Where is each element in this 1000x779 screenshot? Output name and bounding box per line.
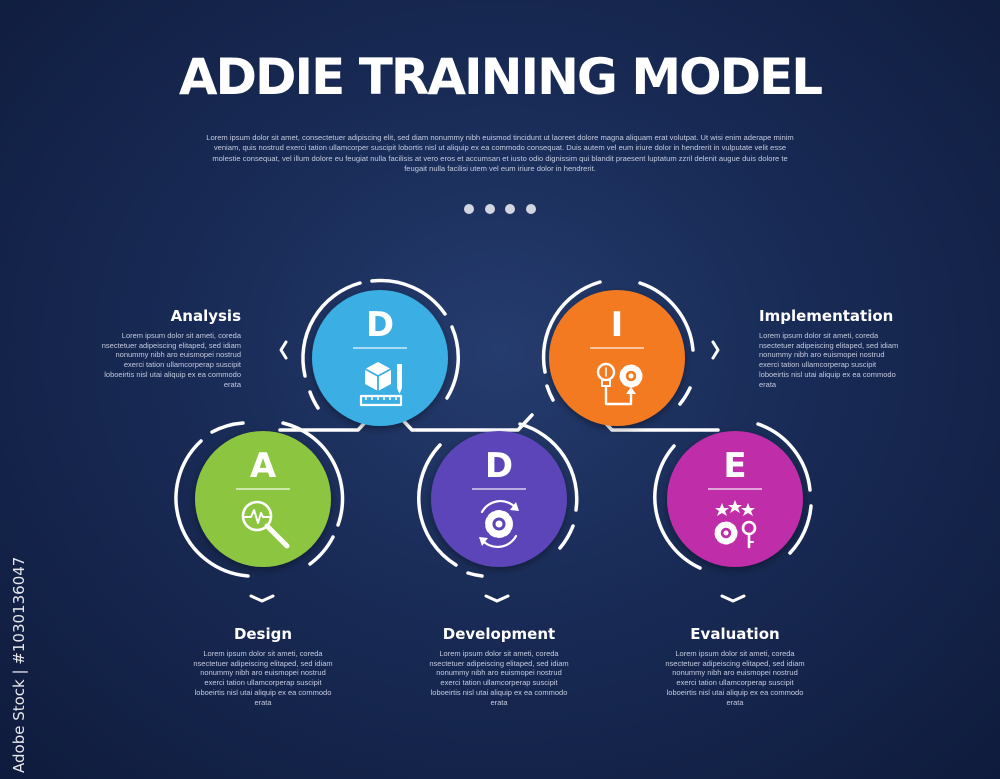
bulb-gear-icon [596, 362, 643, 406]
ring-arc [210, 421, 245, 434]
step-title-implementation: Implementation [759, 307, 894, 325]
step-body-design: Lorem ipsum dolor sit ameti, coreda nsec… [193, 649, 333, 707]
step-letter: A [250, 446, 277, 486]
stock-watermark-text: Adobe Stock | #1030136047 [10, 557, 28, 773]
step-body-analysis: Lorem ipsum dolor sit ameti, coreda nsec… [101, 331, 241, 389]
pager-dot [505, 204, 516, 214]
stars-gear-key-icon [714, 500, 757, 549]
ring-arc [281, 421, 345, 527]
step-circle-analysis [195, 431, 331, 567]
pager-dot [525, 204, 536, 214]
step-design-disc [312, 290, 448, 426]
step-letter: D [485, 446, 513, 486]
ring-arc [558, 524, 575, 550]
ring-arc [445, 325, 460, 400]
step-circle-design [312, 290, 448, 426]
ring-arc [370, 278, 447, 316]
step-evaluation-disc [667, 431, 803, 567]
intro-paragraph: Lorem ipsum dolor sit amet, consectetuer… [206, 133, 794, 173]
step-circle-implementation [549, 290, 685, 426]
ring-arc [301, 281, 362, 378]
step-letter: I [611, 305, 624, 345]
step-letter: D [366, 305, 394, 345]
ring-arc [678, 386, 692, 406]
ring-arc [788, 504, 813, 555]
step-analysis-disc [195, 431, 331, 567]
ring-arc [174, 439, 250, 578]
chevron-right-icon [711, 340, 720, 360]
step-circle-development [431, 431, 567, 567]
step-title-development: Development [442, 625, 556, 643]
step-circle-evaluation [667, 431, 803, 567]
connector-line [278, 413, 720, 432]
step-title-evaluation: Evaluation [690, 625, 780, 643]
step-body-implementation: Lorem ipsum dolor sit ameti, coreda nsec… [759, 331, 899, 389]
ring-arc [308, 535, 335, 566]
ring-arc [417, 443, 458, 567]
step-development-disc [431, 431, 567, 567]
step-body-evaluation: Lorem ipsum dolor sit ameti, coreda nsec… [665, 649, 805, 707]
ring-arc [518, 422, 579, 512]
pager-dots [464, 204, 536, 216]
step-title-design: Design [233, 625, 293, 643]
pager-dot [484, 204, 495, 214]
cube-ruler-pencil-icon [359, 362, 403, 407]
magnifier-pulse-icon [241, 500, 290, 549]
ring-arc [466, 571, 484, 578]
chevron-down-icon [720, 594, 746, 603]
gear-cycle-icon [479, 499, 519, 549]
step-implementation-disc [549, 290, 685, 426]
ring-arc [541, 280, 602, 374]
stock-watermark: Adobe Stock | #1030136047 [10, 557, 28, 773]
step-letter: E [723, 446, 746, 486]
step-body-development: Lorem ipsum dolor sit ameti, coreda nsec… [429, 649, 569, 707]
ring-arc [638, 281, 695, 352]
chevron-left-icon [279, 340, 288, 360]
pager-dot [464, 204, 474, 214]
step-title-analysis: Analysis [170, 307, 241, 325]
page-title: ADDIE TRAINING MODEL [178, 48, 823, 106]
ring-arc [653, 444, 702, 570]
chevron-down-icon [249, 594, 275, 603]
chevron-down-icon [484, 594, 510, 603]
ring-arc [756, 422, 812, 492]
ring-arc [308, 390, 320, 410]
ring-arc [545, 384, 555, 402]
